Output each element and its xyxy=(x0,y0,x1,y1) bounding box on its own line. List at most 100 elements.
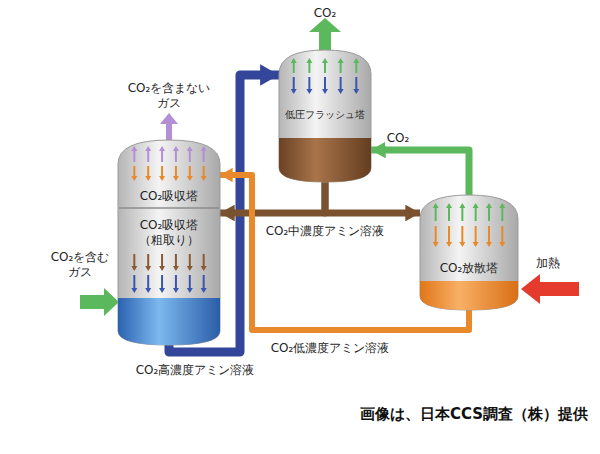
pipe-label-slot: CO₂中濃度アミン溶液 xyxy=(264,220,387,239)
flow-arrow-head xyxy=(187,288,193,293)
annotation-slot: CO₂を含む ガス xyxy=(51,250,110,280)
text-slot: 低圧フラッシュ塔 xyxy=(279,103,371,122)
flow-arrow xyxy=(187,166,193,181)
flow-pipe xyxy=(325,182,420,213)
flow-arrow-head xyxy=(187,146,193,151)
flow-arrow-head xyxy=(131,146,137,151)
flow-arrow-head xyxy=(173,146,179,151)
flow-arrow xyxy=(338,77,344,94)
flow-arrow-head xyxy=(446,203,452,208)
flow-arrow-head xyxy=(353,58,359,63)
credit-slot: 画像は、日本CCS調査（株）提供 xyxy=(360,404,588,424)
tower: CO₂吸収塔CO₂吸収塔 （粗取り） xyxy=(118,140,220,345)
flow-arrow-head xyxy=(459,242,465,247)
flow-arrow xyxy=(486,203,492,221)
arrow-head xyxy=(309,18,341,32)
arrow-head xyxy=(521,274,540,304)
flow-arrow xyxy=(131,275,137,293)
liquid-pool xyxy=(279,138,371,182)
flow-arrow xyxy=(459,226,465,247)
flow-arrow-head xyxy=(486,203,492,208)
flow-arrow-head xyxy=(187,176,193,181)
annotation: CO₂を含む ガス xyxy=(51,250,110,280)
flow-arrow xyxy=(145,275,151,293)
annotation: CO₂ xyxy=(314,6,337,21)
tower-body xyxy=(420,195,518,310)
flow-arrow-head xyxy=(159,146,165,151)
flow-arrow xyxy=(499,203,505,221)
co2-outlet-arrow xyxy=(309,18,341,51)
clean-gas-arrow xyxy=(160,113,178,141)
flow-arrow-head xyxy=(131,176,137,181)
annotation-slot: CO₂を含まない ガス xyxy=(128,81,211,111)
flow-arrow xyxy=(187,254,193,271)
pipe-label-slot: CO₂低濃度アミン溶液 xyxy=(269,337,392,356)
flow-arrow xyxy=(145,254,151,271)
flow-pipe xyxy=(371,150,469,195)
flow-arrow-head xyxy=(291,58,297,63)
flow-arrow xyxy=(201,275,207,293)
flow-arrow xyxy=(433,226,439,247)
flow-arrow xyxy=(473,226,479,247)
flow-pipe xyxy=(220,182,325,213)
flow-arrow-head xyxy=(201,266,207,271)
flow-arrow xyxy=(306,77,312,94)
flow-arrow xyxy=(353,77,359,94)
flow-arrow xyxy=(306,58,312,73)
section-divider xyxy=(119,207,219,209)
flow-arrow-head xyxy=(187,266,193,271)
liquid-pool xyxy=(118,298,220,345)
pipe-label: CO₂高濃度アミン溶液 xyxy=(134,363,257,378)
flow-arrow-head xyxy=(201,288,207,293)
flow-arrow xyxy=(173,166,179,181)
flow-arrow xyxy=(499,226,505,247)
tower-label: CO₂吸収塔 xyxy=(140,189,199,204)
flow-arrow xyxy=(459,203,465,221)
annotation: 加熱 xyxy=(536,256,560,271)
flow-arrow xyxy=(173,146,179,162)
arrow-shaft xyxy=(80,295,105,309)
flow-arrow-head xyxy=(145,288,151,293)
pipe-label-slot: CO₂高濃度アミン溶液 xyxy=(134,359,257,378)
flow-arrow-head xyxy=(353,89,359,94)
flow-arrow xyxy=(131,254,137,271)
tower-body xyxy=(279,50,371,182)
flow-arrow-head xyxy=(173,176,179,181)
flow-arrow xyxy=(338,58,344,73)
tower-shape xyxy=(420,195,518,310)
flow-arrow xyxy=(159,146,165,162)
flow-arrow xyxy=(433,203,439,221)
flow-arrow-head xyxy=(459,203,465,208)
text-slot: CO₂吸収塔 xyxy=(118,185,220,204)
flow-arrow xyxy=(159,166,165,181)
annotation-slot: 加熱 xyxy=(536,252,560,271)
flow-arrow-head xyxy=(433,203,439,208)
flow-arrow-head xyxy=(201,146,207,151)
flow-arrow xyxy=(291,77,297,94)
flow-arrow xyxy=(145,146,151,162)
flow-arrow-head xyxy=(338,58,344,63)
pipe-label: CO₂中濃度アミン溶液 xyxy=(264,224,387,239)
arrow-shaft xyxy=(539,282,579,296)
flow-arrow xyxy=(131,146,137,162)
flow-arrow-head xyxy=(145,266,151,271)
flow-arrow-head xyxy=(159,288,165,293)
flow-arrow xyxy=(322,77,328,94)
flow-arrow-head xyxy=(322,89,328,94)
flow-arrow-head xyxy=(473,242,479,247)
flow-arrow-head xyxy=(306,89,312,94)
flow-arrow xyxy=(201,146,207,162)
tower: 低圧フラッシュ塔 xyxy=(279,50,371,182)
flow-arrow-head xyxy=(131,266,137,271)
image-credit: 画像は、日本CCS調査（株）提供 xyxy=(360,405,588,424)
flow-arrow-head xyxy=(145,146,151,151)
tower-label: CO₂放散塔 xyxy=(440,261,499,276)
flow-arrow-head xyxy=(159,266,165,271)
flow-arrow-head xyxy=(145,176,151,181)
pipe-label: CO₂ xyxy=(385,131,412,146)
tower-body xyxy=(118,140,220,345)
flow-arrow xyxy=(322,58,328,73)
flow-arrow-head xyxy=(322,58,328,63)
flow-arrow xyxy=(187,275,193,293)
